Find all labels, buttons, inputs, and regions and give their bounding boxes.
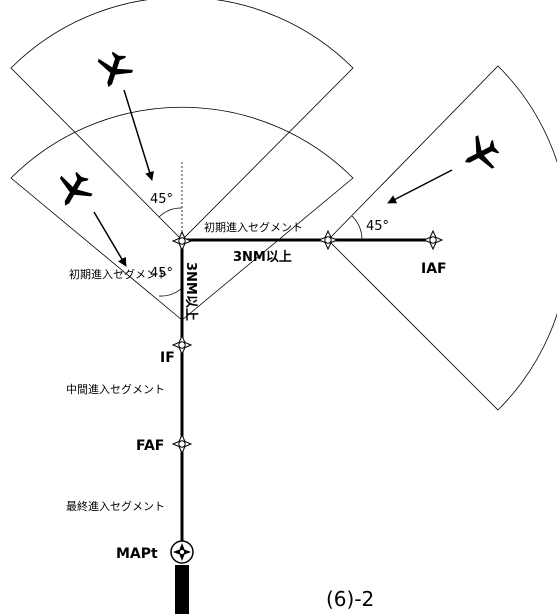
- distance-label-vertical: 3NM以上: [183, 262, 198, 321]
- angle-arc-right: [351, 215, 363, 241]
- angle-arc-upper: [158, 207, 183, 218]
- sector-right: [327, 65, 557, 411]
- angle-label-left: 45°: [150, 266, 173, 281]
- sector-areas: [10, 0, 557, 411]
- approach-track: [175, 238, 433, 614]
- segment-label-final: 最終進入セグメント: [66, 499, 165, 513]
- distance-label-horizontal: 3NM以上: [233, 250, 292, 265]
- segment-label-intermediate: 中間進入セグメント: [66, 382, 165, 396]
- runway: [175, 565, 189, 614]
- segment-label-initial-top: 初期進入セグメント: [204, 220, 303, 234]
- angle-arc-left: [158, 287, 183, 297]
- faf-label: FAF: [136, 438, 164, 454]
- mapt-label: MAPt: [116, 546, 158, 562]
- airplane-icon: [49, 166, 99, 215]
- fix-symbol-if: [172, 335, 192, 355]
- angle-label-right: 45°: [366, 219, 389, 234]
- airplane-icon: [91, 48, 137, 93]
- if-label: IF: [160, 350, 175, 366]
- sector-left: [10, 106, 354, 321]
- arrival-arrows: [93, 89, 453, 267]
- sector-upper: [10, 0, 354, 241]
- fix-symbol-faf: [172, 434, 192, 454]
- arrow-upper: [123, 89, 154, 181]
- arrow-left: [93, 211, 127, 267]
- mapt-symbol: [170, 540, 194, 564]
- figure-number: (6)-2: [326, 587, 374, 611]
- airplane-icon: [456, 130, 505, 179]
- segment-label-initial-left: 初期進入セグメント: [69, 267, 168, 281]
- angle-label-upper: 45°: [150, 192, 173, 207]
- arrow-right: [387, 169, 453, 204]
- fix-symbol-iaf: [423, 230, 443, 250]
- iaf-label: IAF: [421, 261, 447, 277]
- fix-symbol-turn: [172, 231, 192, 251]
